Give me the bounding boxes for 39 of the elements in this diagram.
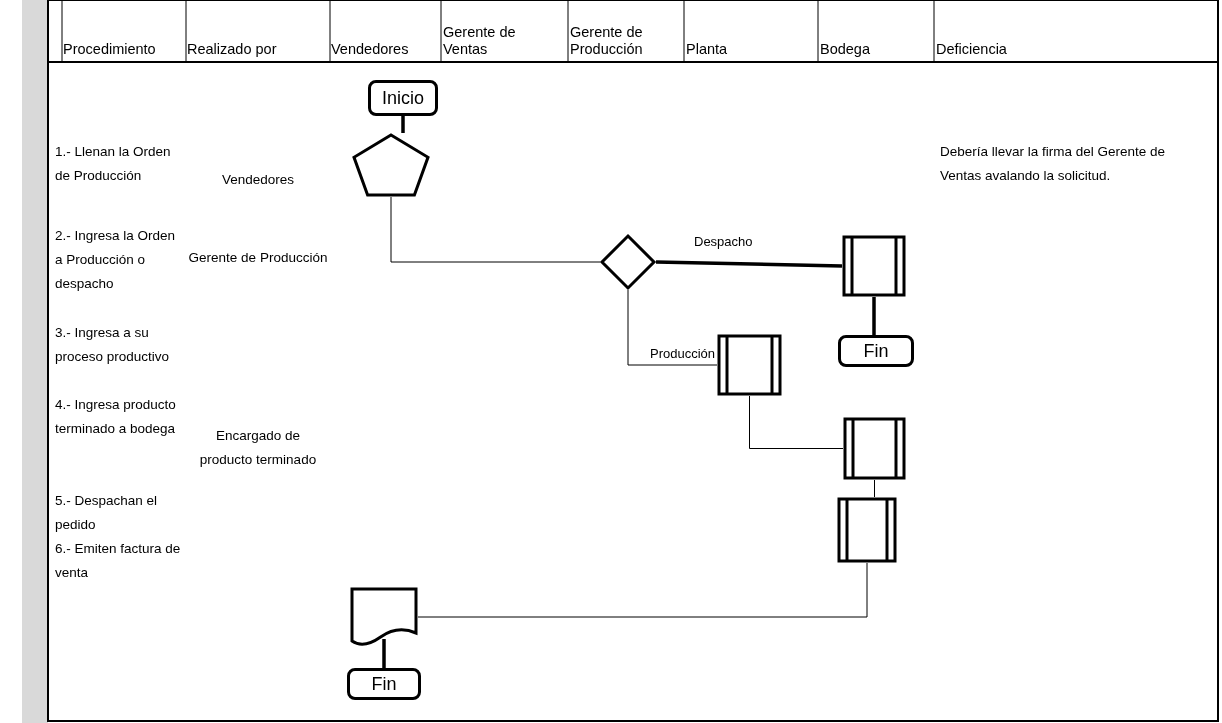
pentagon-shape xyxy=(352,133,430,197)
table-text: 1.- Llenan la Orden de Producción xyxy=(55,143,172,185)
process-box xyxy=(837,497,897,563)
terminal-box: Fin xyxy=(838,335,914,367)
edge-label: Despacho xyxy=(692,234,755,249)
decision-diamond xyxy=(600,234,656,290)
column-header: Procedimiento xyxy=(63,41,156,58)
column-header: Realizado por xyxy=(187,41,277,58)
process-box xyxy=(843,417,906,480)
table-text: 2.- Ingresa la Orden a Producción o despacho xyxy=(55,227,177,293)
connector-line xyxy=(872,297,876,335)
connector-line xyxy=(655,260,843,268)
connector-line xyxy=(749,395,844,449)
table-text: Vendedores xyxy=(220,171,296,189)
process-box xyxy=(717,334,782,396)
connector-line xyxy=(401,116,405,133)
connector-line xyxy=(627,289,718,366)
terminal-box: Inicio xyxy=(368,80,438,116)
table-text: Debería llevar la firma del Gerente de Ventas avalando la solicitud. xyxy=(940,143,1167,185)
edge-label: Producción xyxy=(648,346,718,361)
document-shape xyxy=(350,587,418,647)
table-text: 3.- Ingresa a su proceso productivo xyxy=(55,324,171,366)
table-text: Encargado de producto terminado xyxy=(198,427,318,469)
connector-line xyxy=(874,479,875,498)
column-header: Deficiencia xyxy=(936,41,1007,58)
table-text: 5.- Despachan el pedido xyxy=(55,492,159,534)
connector-line xyxy=(382,639,386,668)
column-header: Planta xyxy=(686,41,728,58)
table-text: Gerente de Producción xyxy=(188,249,328,267)
process-box xyxy=(842,235,906,297)
table-text: 4.- Ingresa producto terminado a bodega xyxy=(55,396,177,438)
table-text: 6.- Emiten factura de venta xyxy=(55,540,182,582)
connector-line xyxy=(390,196,601,263)
column-header: Gerente de Ventas xyxy=(443,24,517,58)
terminal-box: Fin xyxy=(347,668,421,700)
column-header: Bodega xyxy=(820,41,870,58)
column-header: Gerente de Producción xyxy=(570,24,644,58)
connector-line xyxy=(417,562,868,618)
column-header: Vendedores xyxy=(331,41,409,58)
